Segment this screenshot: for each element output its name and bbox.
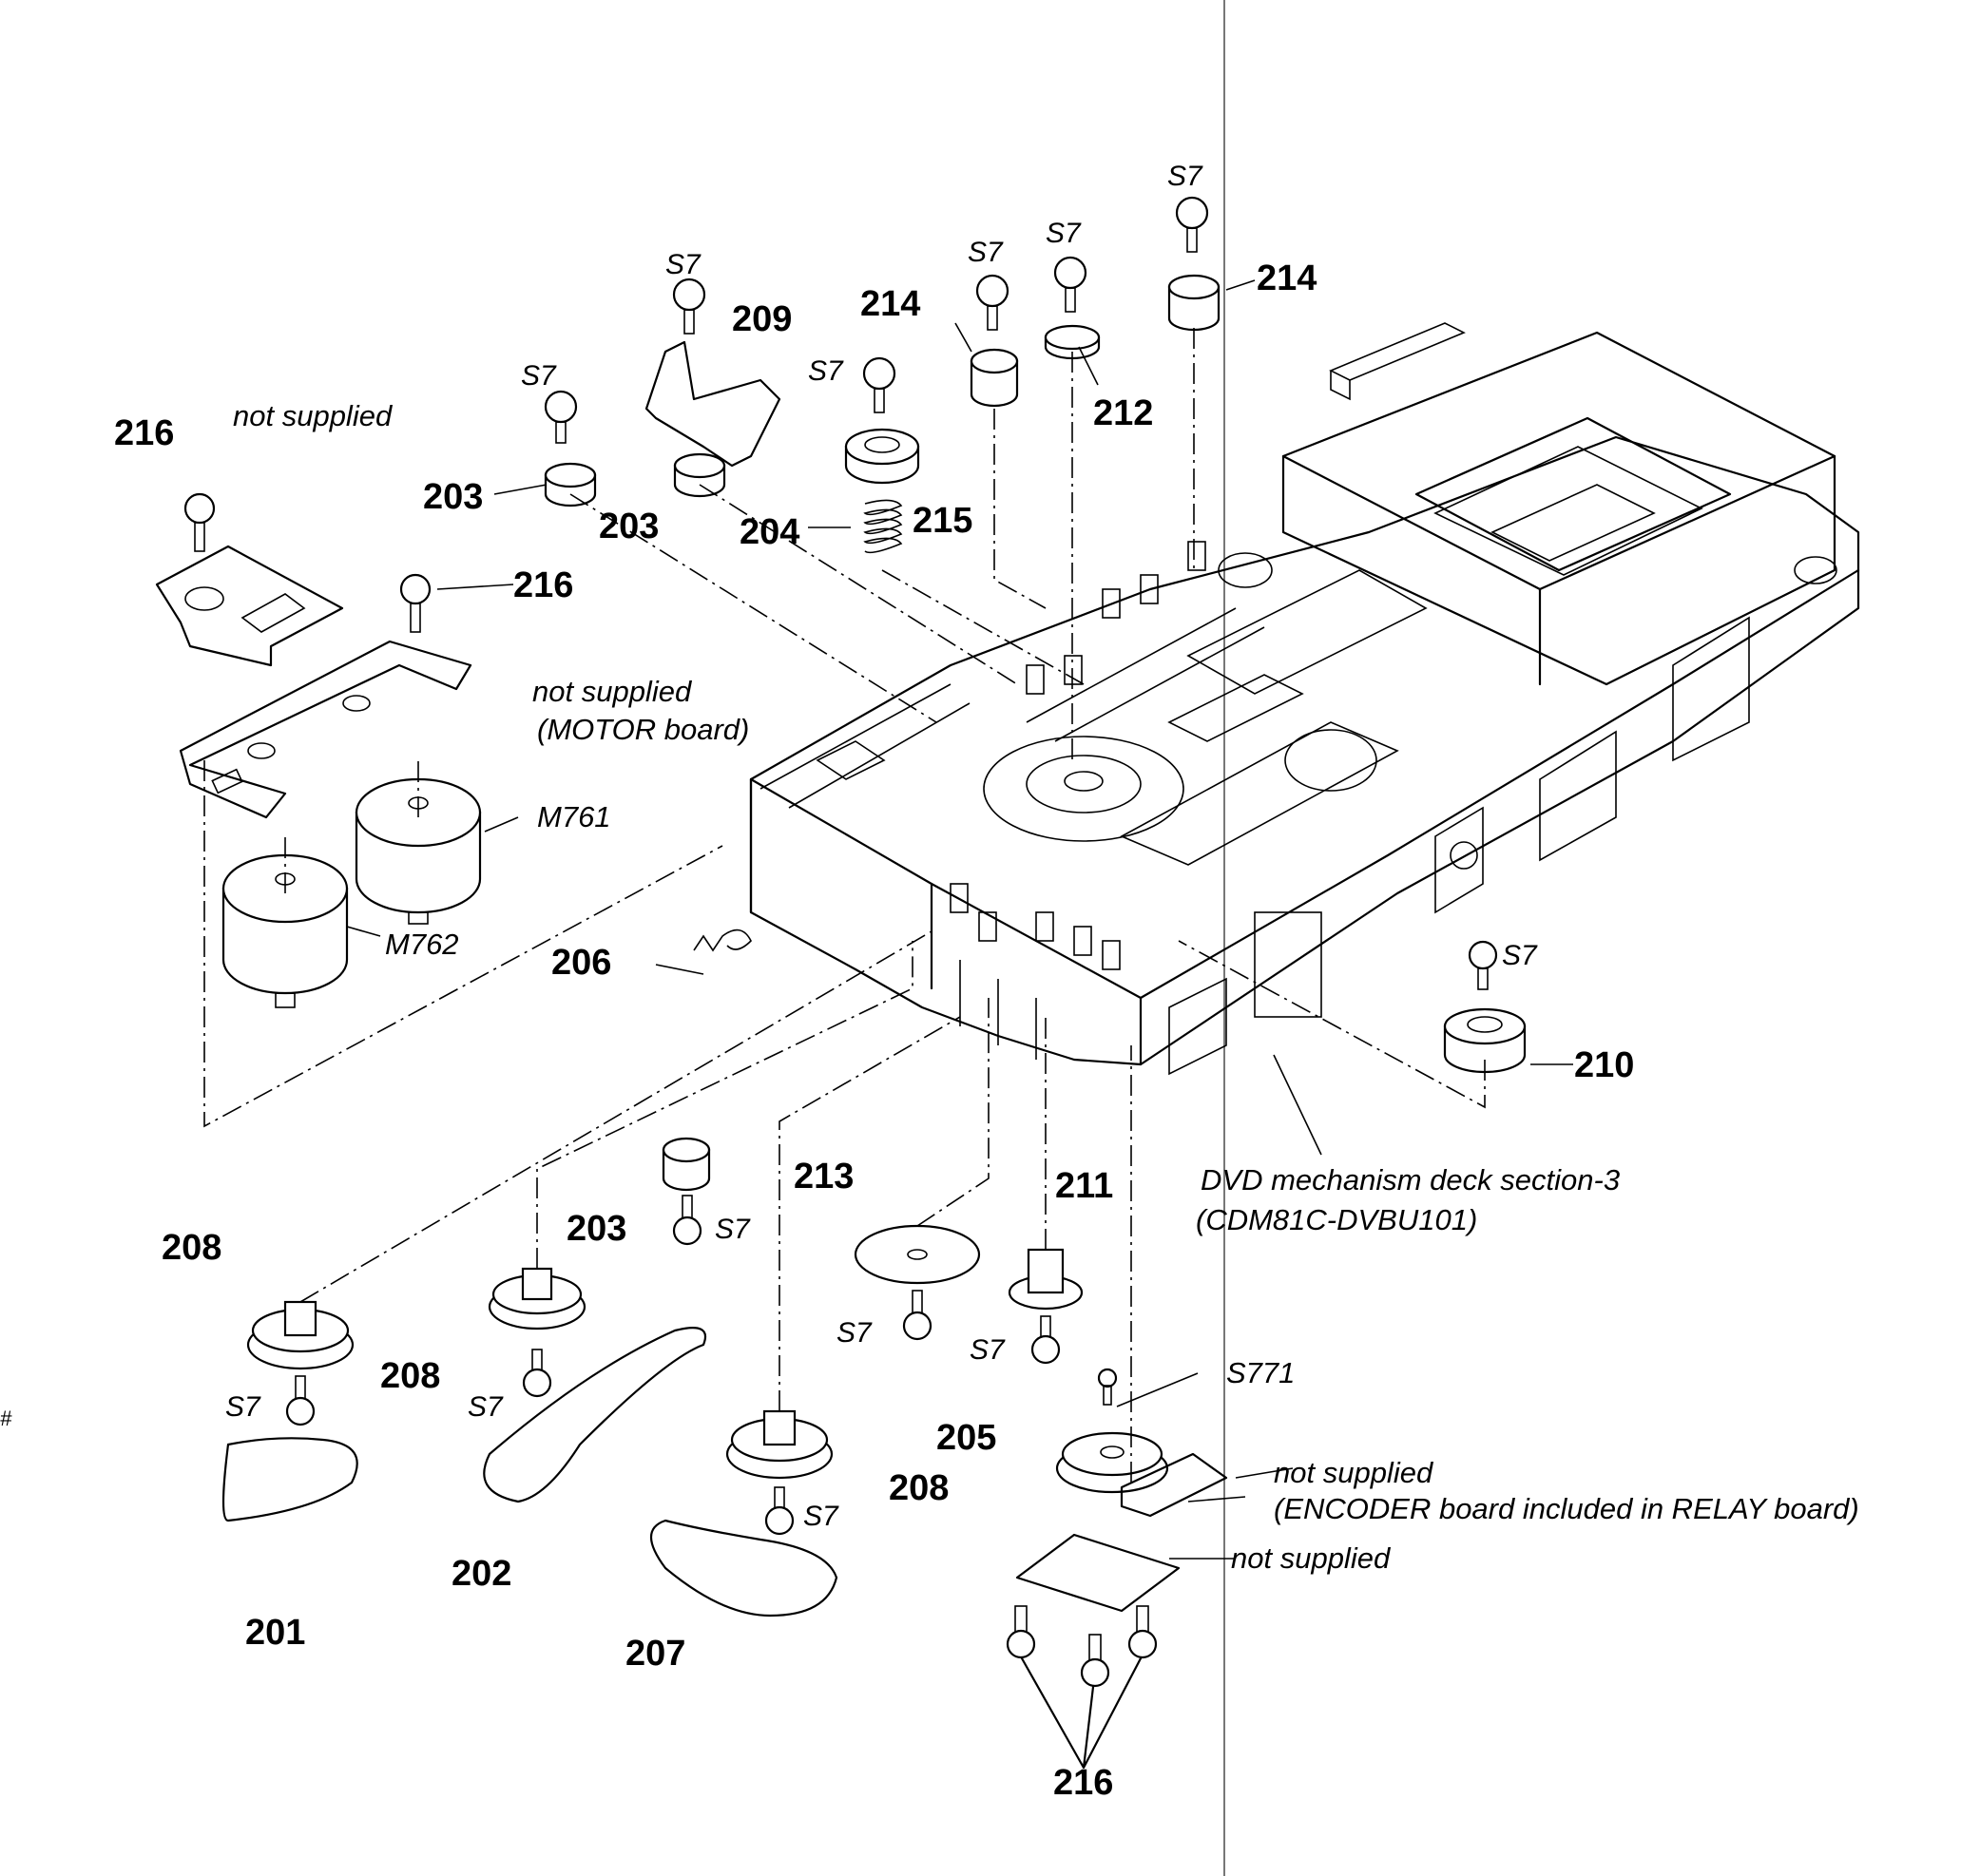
- belt-201: [221, 1437, 358, 1522]
- label-208-c: 208: [889, 1468, 949, 1508]
- label-s7-208c: S7: [803, 1501, 839, 1532]
- label-not-supplied-top: not supplied: [233, 399, 394, 432]
- bottom-parts: [221, 1137, 1228, 1688]
- label-not-supplied-motor: not supplied: [532, 675, 693, 708]
- label-motor-board: (MOTOR board): [537, 713, 749, 746]
- callout-leaders: [346, 279, 1573, 1560]
- label-209: 209: [732, 299, 792, 339]
- label-203-a: 203: [423, 477, 483, 517]
- label-not-supplied-plate: not supplied: [1231, 1541, 1392, 1575]
- label-s7-211: S7: [970, 1334, 1006, 1366]
- label-s7-214a: S7: [968, 237, 1004, 268]
- label-s7-208b: S7: [468, 1391, 504, 1423]
- label-201: 201: [245, 1613, 305, 1653]
- label-s7-212: S7: [1046, 218, 1082, 249]
- label-s7-203c: S7: [715, 1214, 751, 1245]
- label-deck-model: (CDM81C-DVBU101): [1196, 1203, 1477, 1236]
- label-s771: S771: [1226, 1356, 1295, 1389]
- label-216-top: 216: [114, 413, 174, 453]
- label-214-a: 214: [860, 284, 920, 324]
- label-208-b: 208: [380, 1356, 440, 1396]
- label-213: 213: [794, 1157, 854, 1196]
- label-208-a: 208: [162, 1228, 221, 1268]
- label-s7-210: S7: [1502, 940, 1538, 971]
- label-s7-203a: S7: [521, 360, 557, 392]
- label-214-b: 214: [1257, 258, 1317, 298]
- leader-lines: [203, 328, 1486, 1770]
- label-216-bottom: 216: [1053, 1763, 1113, 1803]
- top-fasteners: [544, 196, 1527, 1074]
- label-203-b: 203: [599, 507, 659, 546]
- label-203-c: 203: [567, 1209, 626, 1249]
- label-deck-title: DVD mechanism deck section-3: [1201, 1163, 1620, 1196]
- label-206: 206: [551, 943, 611, 983]
- belt-207: [650, 1519, 838, 1618]
- label-s7-213: S7: [836, 1317, 873, 1349]
- label-not-supplied-encoder: not supplied: [1274, 1456, 1434, 1489]
- label-202: 202: [452, 1554, 511, 1594]
- label-s7-209: S7: [665, 249, 702, 280]
- label-s7-214b: S7: [1167, 161, 1203, 192]
- label-m761: M761: [537, 800, 611, 833]
- label-m762: M762: [385, 928, 459, 961]
- label-211: 211: [1055, 1166, 1113, 1206]
- label-s7-208a: S7: [225, 1391, 261, 1423]
- label-204: 204: [740, 512, 799, 552]
- label-215: 215: [913, 501, 972, 541]
- label-s7-215: S7: [808, 355, 844, 387]
- label-216-motor: 216: [513, 565, 573, 605]
- belt-202: [483, 1327, 706, 1503]
- label-encoder-board: (ENCODER board included in RELAY board): [1274, 1492, 1859, 1525]
- label-212: 212: [1093, 393, 1153, 433]
- label-hash: #: [0, 1407, 12, 1430]
- label-205: 205: [936, 1418, 996, 1458]
- labels: 216 not supplied 216 not supplied (MOTOR…: [0, 161, 1859, 1803]
- dvd-mechanism-deck: [749, 322, 1860, 1076]
- label-207: 207: [625, 1634, 685, 1674]
- label-210: 210: [1574, 1045, 1634, 1085]
